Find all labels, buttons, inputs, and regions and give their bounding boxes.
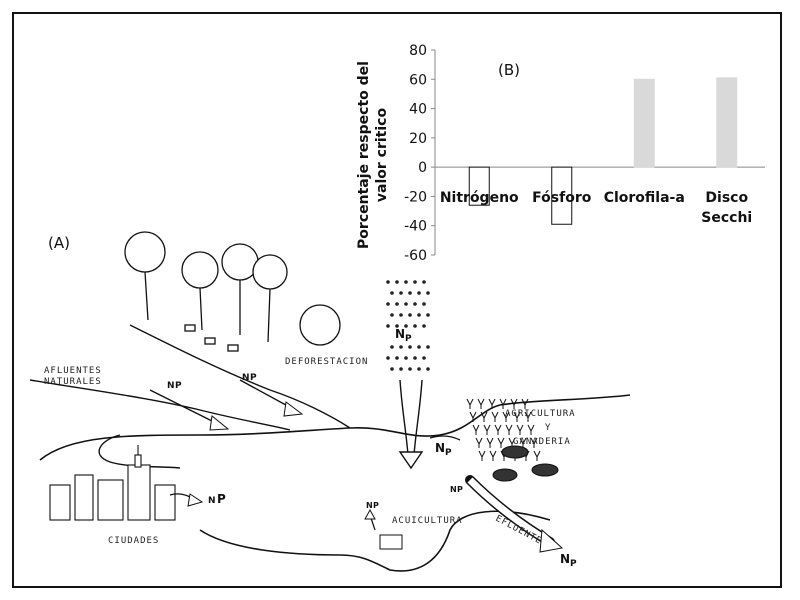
- river-upper: [129, 324, 351, 429]
- lake-left-shore: [98, 434, 181, 469]
- np-aqua-p: P: [373, 501, 379, 510]
- bar-1: [551, 166, 573, 225]
- np-aqua-n: N: [366, 501, 373, 510]
- np-effluent-n: N: [560, 552, 570, 566]
- aquaculture-cage: [379, 534, 403, 550]
- ganaderia-label: GANADERIA: [513, 437, 571, 447]
- city-arrowhead: [187, 493, 204, 507]
- np-city-n: N: [208, 496, 216, 506]
- y-tick-label-3: 0: [418, 160, 427, 176]
- livestock: [492, 445, 559, 482]
- y-axis-title-line2: valor critico: [374, 108, 390, 203]
- y-axis-title-line1: Porcentaje respecto del: [356, 61, 372, 249]
- afluentes-arrow: [149, 389, 221, 426]
- np-atmos-p: P: [405, 334, 412, 344]
- np-atmos-n: N: [395, 327, 405, 341]
- y-tick-label-7: 80: [409, 43, 427, 59]
- forest-trees: [124, 231, 341, 352]
- bar-0: [468, 166, 490, 206]
- np-deforest-n: N: [242, 373, 250, 383]
- lake-bottom: [199, 510, 551, 572]
- category-label-2: Clorofila-a: [604, 190, 685, 206]
- y-tick-label-2: -20: [404, 189, 427, 205]
- bar-3: [716, 77, 738, 168]
- effluent-arrowhead: [539, 528, 564, 553]
- panel-b-label: (B): [498, 61, 520, 79]
- atmospheric-deposition: [386, 280, 430, 470]
- agri-arrow: [429, 435, 461, 441]
- river-lower: [30, 379, 291, 431]
- np-deforest-p: P: [250, 373, 257, 383]
- y-tick-label-6: 60: [409, 72, 427, 88]
- category-label-3-1: Secchi: [701, 210, 752, 226]
- aquaculture-arrowhead: [364, 508, 376, 520]
- acuicultura-label: ACUICULTURA: [392, 516, 463, 526]
- np-afluentes-p: P: [175, 381, 182, 391]
- np-city-p: P: [217, 492, 226, 506]
- naturales-label: NATURALES: [44, 377, 102, 387]
- agricultura-label: AGRICULTURA: [505, 409, 576, 419]
- ciudades-label: CIUDADES: [108, 536, 159, 546]
- deforestation-arrowhead: [283, 401, 304, 417]
- lake-outline: [39, 394, 631, 461]
- y-tick-label-4: 20: [409, 131, 427, 147]
- category-label-1: Fósforo: [532, 190, 592, 206]
- deforestacion-label: DEFORESTACION: [285, 357, 368, 367]
- afluentes-arrowhead: [209, 415, 230, 431]
- category-label-0: Nitrógeno: [440, 190, 519, 206]
- category-label-3-0: Disco: [705, 190, 748, 206]
- y-tick-label-0: -60: [404, 248, 427, 264]
- city-buildings: [49, 445, 176, 521]
- bar-2: [633, 78, 655, 168]
- y-label: Y: [545, 423, 551, 433]
- y-tick-label-1: -40: [404, 219, 427, 235]
- np-agri-p: P: [445, 448, 452, 458]
- eutrophication-illustration: AFLUENTES NATURALES DEFORESTACION AGRICU…: [30, 231, 631, 572]
- np-field-n: N: [450, 485, 457, 494]
- y-tick-label-5: 40: [409, 102, 427, 118]
- panel-a-label: (A): [48, 234, 70, 252]
- afluentes-label: AFLUENTES: [44, 366, 102, 376]
- np-afluentes-n: N: [167, 381, 175, 391]
- np-agri-n: N: [435, 441, 445, 455]
- np-field-p: P: [457, 485, 463, 494]
- nutrient-markers: N P N P N P N P N P N P N P N P: [167, 327, 577, 569]
- np-effluent-p: P: [570, 559, 577, 569]
